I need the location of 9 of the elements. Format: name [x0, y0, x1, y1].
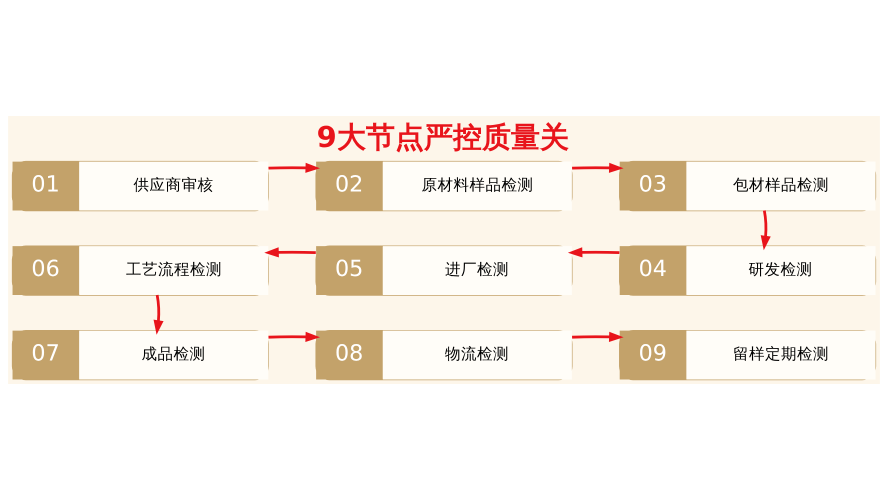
arrow	[154, 294, 164, 334]
arrow	[268, 162, 320, 172]
arrow	[760, 210, 771, 250]
arrow	[572, 162, 624, 172]
arrow	[572, 331, 624, 342]
arrow	[264, 246, 316, 257]
diagram-title: 9大节点严控质量关	[316, 119, 569, 154]
arrow	[268, 331, 320, 342]
arrow	[568, 246, 620, 257]
